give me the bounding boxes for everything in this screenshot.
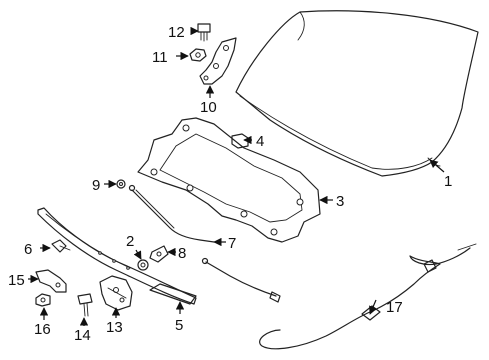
callout-11: 11 xyxy=(152,49,168,66)
callout-5: 5 xyxy=(175,317,183,334)
callout-4: 4 xyxy=(256,133,264,150)
callout-8: 8 xyxy=(178,245,186,262)
hood-panel xyxy=(235,10,479,177)
callout-2: 2 xyxy=(126,233,134,250)
hood-latch xyxy=(99,275,133,311)
callout-12: 12 xyxy=(168,24,185,41)
seal-strip xyxy=(37,207,197,305)
washer-2 xyxy=(137,259,149,271)
callout-7: 7 xyxy=(228,235,236,252)
callout-1: 1 xyxy=(444,173,452,190)
callout-17: 17 xyxy=(386,299,403,316)
grommet-9 xyxy=(116,179,126,189)
release-cable xyxy=(201,243,477,350)
bracket-15 xyxy=(35,269,67,293)
nut-16 xyxy=(35,293,51,307)
retainer-8 xyxy=(149,245,169,263)
callout-14: 14 xyxy=(74,327,91,344)
callout-16: 16 xyxy=(34,321,51,338)
callout-13: 13 xyxy=(106,319,123,336)
bolt-14 xyxy=(77,293,93,317)
hood-insulator xyxy=(137,117,321,243)
support-rod xyxy=(128,184,215,243)
nut-11 xyxy=(189,48,207,62)
leader-lines xyxy=(28,26,445,326)
push-pin-6 xyxy=(51,239,71,253)
callout-15: 15 xyxy=(8,272,25,289)
callout-6: 6 xyxy=(24,241,32,258)
callout-3: 3 xyxy=(336,193,344,210)
clip-4 xyxy=(231,133,249,149)
hood-hinge xyxy=(199,37,237,85)
callout-10: 10 xyxy=(200,99,217,116)
callout-9: 9 xyxy=(92,177,100,194)
bolt-12 xyxy=(197,23,211,42)
